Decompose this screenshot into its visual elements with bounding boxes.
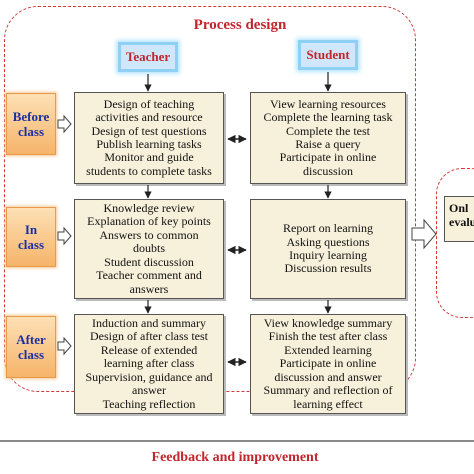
online-evaluation-box: Onl evalu [444, 196, 474, 242]
hollow-arrow [57, 336, 72, 356]
box-line: Design of teaching [103, 96, 195, 111]
box-line: Complete the learning task [263, 110, 393, 125]
box-line: Publish learning tasks [96, 137, 202, 151]
box-line: Raise a query [295, 137, 361, 151]
box-line: Induction and summary [92, 316, 206, 331]
box-line: discussion and answer [274, 369, 382, 384]
hollow-arrow [57, 114, 72, 134]
student-before-class-box: View learning resources Complete the lea… [250, 92, 406, 184]
box-line: Explanation of key points [87, 214, 211, 229]
box-line: answers [129, 281, 169, 296]
box-line: Report on learning [283, 221, 373, 236]
box-line: Finish the test after class [268, 329, 388, 344]
box-line: Answers to common [99, 227, 199, 242]
box-line: Participate in online [279, 356, 377, 371]
phase-label-line1: After [16, 332, 46, 347]
box-line: Complete the test [286, 123, 370, 138]
box-line: Teacher comment and [96, 268, 202, 283]
diagram-title: Process design [178, 16, 302, 34]
student-after-class-box: View knowledge summary Finish the test a… [250, 314, 406, 414]
phase-after-class: After class [6, 316, 56, 378]
box-line: Participate in online [279, 150, 377, 165]
teacher-in-class-box: Knowledge review Explanation of key poin… [74, 199, 224, 299]
hollow-arrow [57, 226, 72, 246]
box-line: Teaching reflection [102, 396, 196, 411]
hollow-arrow [411, 218, 437, 250]
student-in-class-box: Report on learning Asking questions Inqu… [250, 199, 406, 299]
phase-in-class: In class [6, 207, 56, 267]
box-line: View knowledge summary [263, 316, 393, 331]
phase-before-class: Before class [6, 93, 56, 155]
box-line: Discussion results [284, 261, 372, 276]
box-line: Release of extended [100, 342, 198, 357]
phase-label-line1: In [24, 222, 38, 237]
phase-label-line2: class [18, 124, 44, 139]
box-line: Supervision, guidance and [85, 369, 213, 384]
box-line: activities and resource [95, 110, 203, 125]
box-line: Design of after class test [90, 329, 208, 344]
teacher-role-box: Teacher [118, 42, 178, 72]
box-line: Student discussion [104, 254, 194, 269]
box-line: students to complete tasks [86, 163, 212, 178]
box-line: answer [132, 383, 166, 398]
box-line: Inquiry learning [289, 248, 367, 262]
box-line: doubts [132, 241, 165, 256]
phase-label-line2: class [18, 347, 44, 362]
box-line: learning effect [293, 396, 363, 411]
student-role-box: Student [298, 40, 358, 70]
box-line: View learning resources [270, 96, 386, 111]
teacher-after-class-box: Induction and summary Design of after cl… [74, 314, 224, 414]
box-line: evalu [449, 215, 474, 229]
box-line: Extended learning [284, 342, 372, 357]
teacher-before-class-box: Design of teaching activities and resour… [74, 92, 224, 184]
box-line: Design of test questions [91, 123, 207, 138]
box-line: discussion [302, 163, 353, 178]
box-line: learning after class [103, 356, 195, 371]
box-line: Summary and reflection of [263, 383, 393, 398]
box-line: Monitor and guide [104, 150, 194, 165]
phase-label-line2: class [18, 237, 44, 252]
box-line: Asking questions [286, 234, 370, 249]
box-line: Knowledge review [103, 201, 195, 216]
phase-label-line1: Before [12, 109, 50, 124]
box-line: Onl [449, 201, 469, 215]
feedback-label: Feedback and improvement [151, 450, 319, 465]
